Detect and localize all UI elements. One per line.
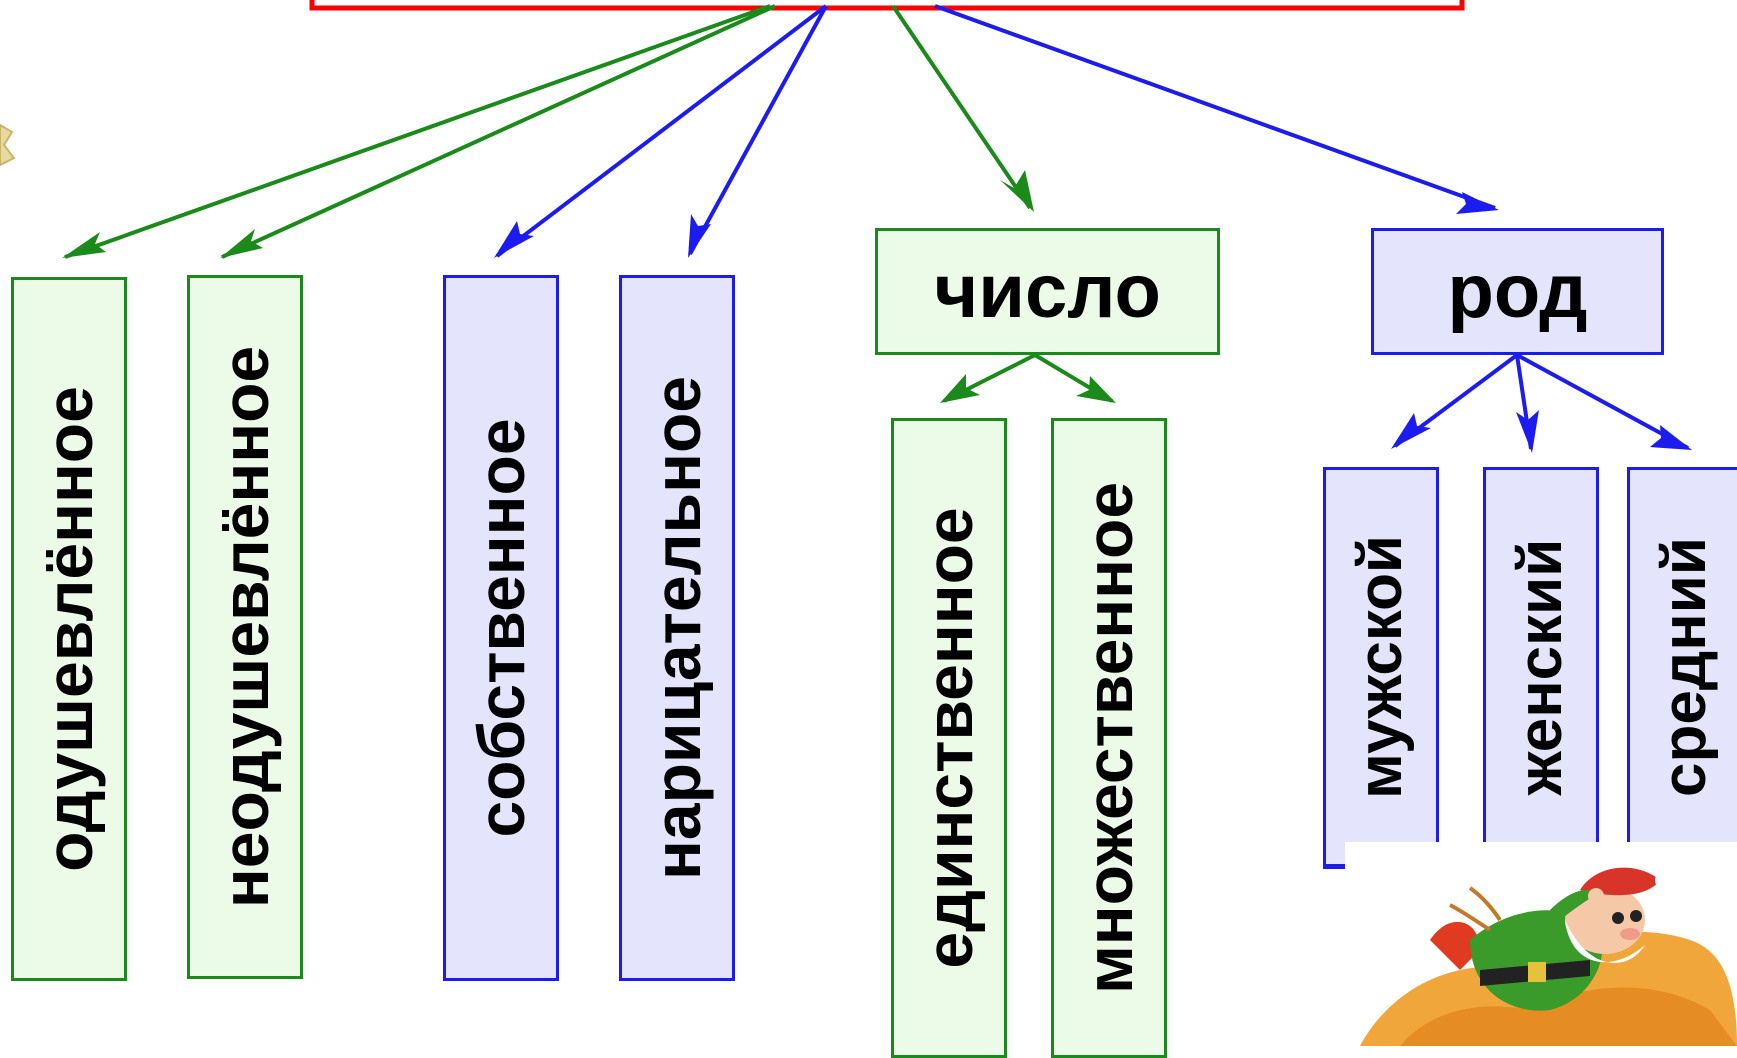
box-gender: род [1371, 228, 1664, 355]
box-inanimate: неодушевлённое [187, 275, 303, 979]
label-singular: единственное [912, 507, 986, 969]
box-common: нарицательное [619, 275, 735, 981]
label-plural: множественное [1072, 481, 1146, 995]
label-animate: одушевлённое [32, 386, 106, 872]
arrow-to-singular [940, 353, 1036, 403]
box-neuter: средний [1627, 467, 1737, 867]
arrow-to-plural [1033, 353, 1116, 403]
arrow-to-common [688, 5, 828, 258]
arrow-to-animate [62, 4, 771, 259]
label-neuter: средний [1650, 537, 1719, 797]
label-common: нарицательное [640, 376, 714, 880]
root-box [309, 0, 1465, 11]
label-proper: собственное [464, 418, 538, 838]
box-feminine: женский [1483, 467, 1599, 867]
arrow-to-number [891, 4, 1034, 212]
label-masculine: мужской [1346, 534, 1415, 800]
label-number: число [934, 249, 1161, 334]
label-inanimate: неодушевлённое [208, 345, 282, 909]
arrow-to-neuter [1516, 353, 1692, 450]
arrow-to-gender [934, 4, 1499, 214]
gnome-illustration [1360, 867, 1737, 1046]
box-singular: единственное [891, 418, 1007, 1058]
masculine-box-edge [1323, 866, 1345, 869]
arrow-to-feminine [1515, 354, 1539, 453]
arrow-to-masculine [1391, 353, 1519, 449]
label-gender: род [1447, 249, 1588, 334]
arrow-to-inanimate [220, 4, 776, 259]
arrow-to-proper [494, 4, 828, 258]
box-proper: собственное [443, 275, 559, 981]
box-animate: одушевлённое [11, 277, 127, 981]
corner-ornament [0, 123, 16, 167]
box-masculine: мужской [1323, 467, 1439, 867]
box-plural: множественное [1051, 418, 1167, 1058]
box-number: число [875, 228, 1220, 355]
label-feminine: женский [1506, 538, 1575, 796]
